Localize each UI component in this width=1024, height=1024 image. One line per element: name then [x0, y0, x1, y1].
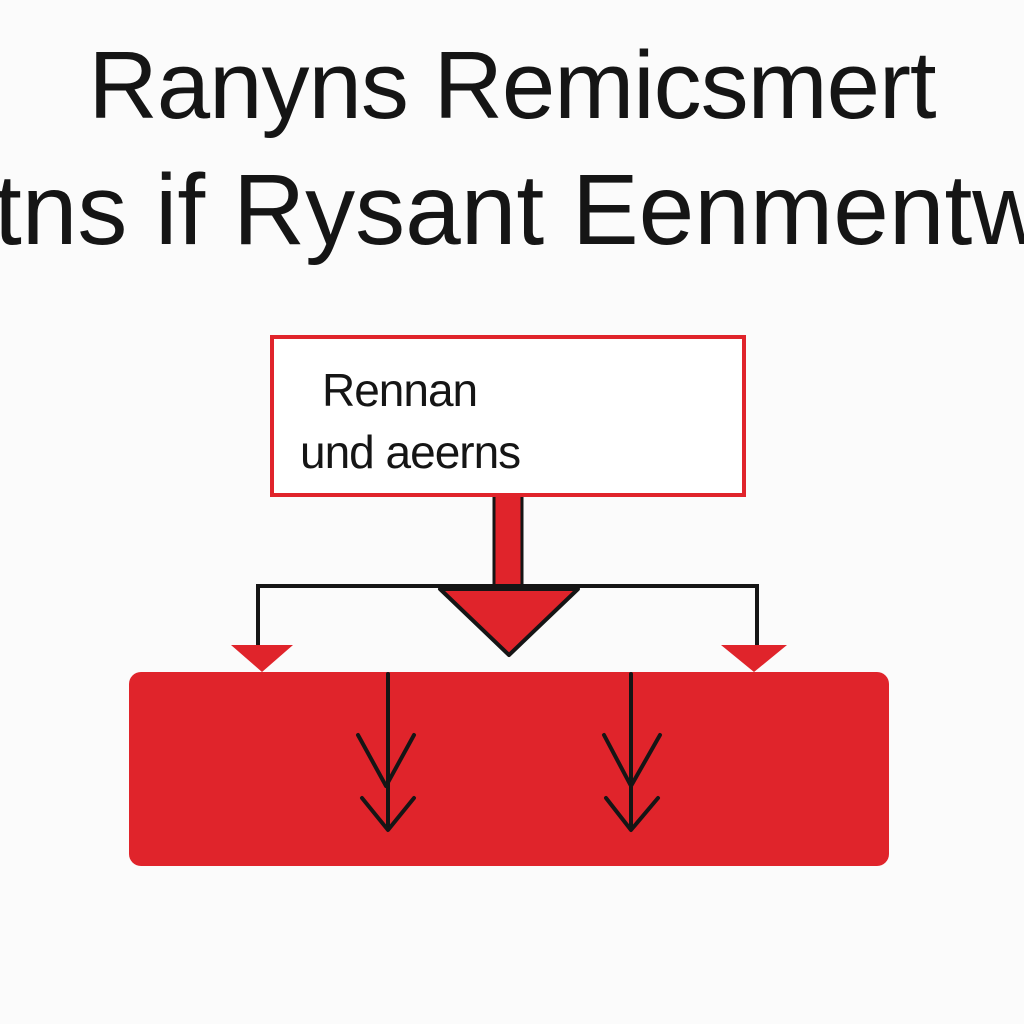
top-box-label-line-1: Rennan [322, 364, 478, 416]
left-arrow-head [231, 645, 293, 672]
diagram-title-line-1: Ranyns Remicsmert [88, 32, 936, 139]
center-arrow-head [438, 587, 580, 657]
top-box-label-line-2: und aeerns [300, 426, 521, 478]
branch-line [256, 584, 759, 648]
left-down-arrow-icon [356, 672, 416, 832]
bottom-red-block [129, 672, 889, 866]
diagram-title-line-2: tns if Rysant Eenmentw [0, 154, 1024, 266]
right-arrow-head [721, 645, 787, 672]
right-down-arrow-icon [602, 672, 662, 832]
top-process-box: Rennan und aeerns [270, 335, 746, 497]
red-connector-stem [492, 491, 524, 591]
